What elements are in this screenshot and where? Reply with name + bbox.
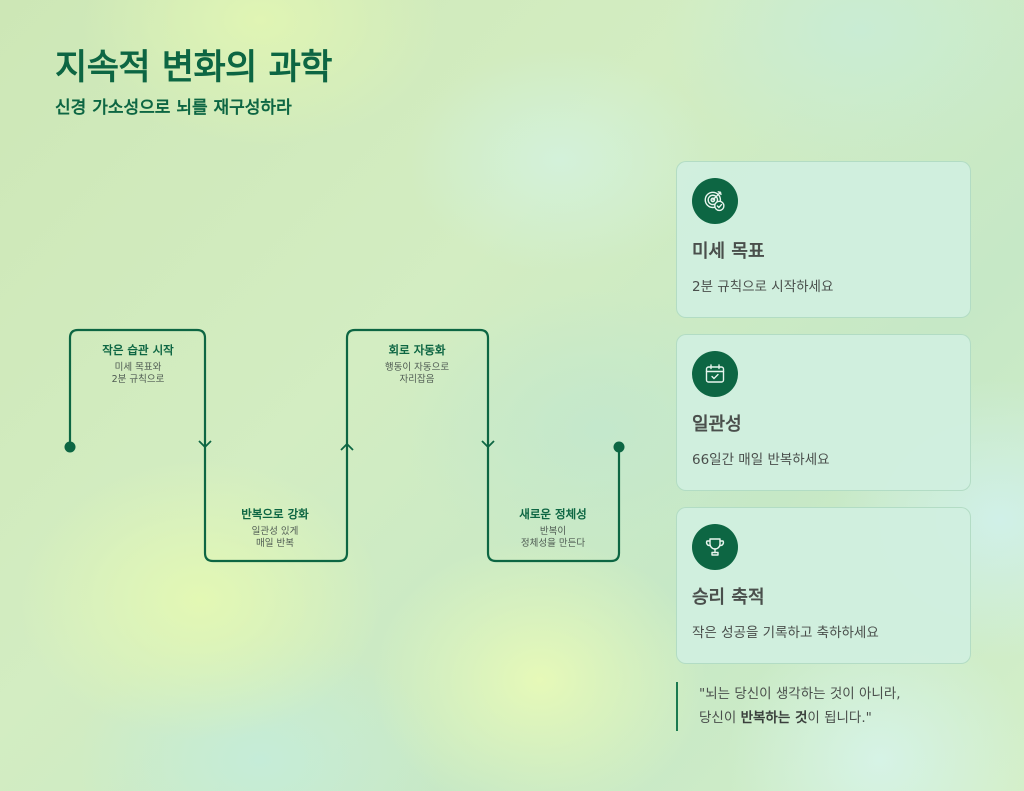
step-title: 반복으로 강화 xyxy=(241,507,309,521)
card-desc: 66일간 매일 반복하세요 xyxy=(692,452,830,468)
quote-block: "뇌는 당신이 생각하는 것이 아니라, 당신이 반복하는 것이 됩니다." xyxy=(676,682,901,731)
quote-line-2: 당신이 반복하는 것이 됩니다." xyxy=(699,706,901,730)
card-micro-goal: 미세 목표 2분 규칙으로 시작하세요 xyxy=(676,161,971,318)
step-desc: 반복이 정체성을 만든다 xyxy=(520,526,586,549)
card-desc: 2분 규칙으로 시작하세요 xyxy=(692,279,834,295)
start-dot xyxy=(64,441,76,453)
quote-line-1: "뇌는 당신이 생각하는 것이 아니라, xyxy=(699,686,901,702)
header: 지속적 변화의 과학 신경 가소성으로 뇌를 재구성하라 xyxy=(55,46,332,119)
flow-step-4: 새로운 정체성 반복이 정체성을 만든다 xyxy=(488,507,618,550)
target-check-icon xyxy=(692,178,738,224)
card-consistency: 일관성 66일간 매일 반복하세요 xyxy=(676,334,971,491)
card-desc: 작은 성공을 기록하고 축하하세요 xyxy=(692,625,879,641)
arrow-down-icon xyxy=(198,440,212,449)
step-title: 새로운 정체성 xyxy=(519,507,587,521)
card-title: 일관성 xyxy=(692,414,742,435)
flow-line xyxy=(68,328,621,563)
flow-step-2: 반복으로 강화 일관성 있게 매일 반복 xyxy=(210,507,340,550)
arrow-down-icon xyxy=(481,440,495,449)
flow-step-1: 작은 습관 시작 미세 목표와 2분 규칙으로 xyxy=(73,343,203,386)
step-title: 작은 습관 시작 xyxy=(102,343,174,357)
page-title: 지속적 변화의 과학 xyxy=(55,48,332,88)
flow-step-3: 회로 자동화 행동이 자동으로 자리잡음 xyxy=(352,343,482,386)
trophy-icon xyxy=(692,524,738,570)
step-desc: 일관성 있게 매일 반복 xyxy=(251,526,299,549)
card-victory: 승리 축적 작은 성공을 기록하고 축하하세요 xyxy=(676,507,971,664)
calendar-check-icon xyxy=(692,351,738,397)
arrow-up-icon xyxy=(340,442,354,451)
page-subtitle: 신경 가소성으로 뇌를 재구성하라 xyxy=(55,98,292,118)
card-title: 승리 축적 xyxy=(692,587,765,608)
end-dot xyxy=(613,441,625,453)
step-desc: 행동이 자동으로 자리잡음 xyxy=(384,362,450,385)
quote-text: 이 됩니다." xyxy=(807,710,872,726)
step-desc: 미세 목표와 2분 규칙으로 xyxy=(111,362,165,385)
card-title: 미세 목표 xyxy=(692,241,765,262)
quote-emphasis: 반복하는 것 xyxy=(740,710,808,726)
quote-text: 당신이 xyxy=(699,710,741,726)
step-title: 회로 자동화 xyxy=(388,343,446,357)
